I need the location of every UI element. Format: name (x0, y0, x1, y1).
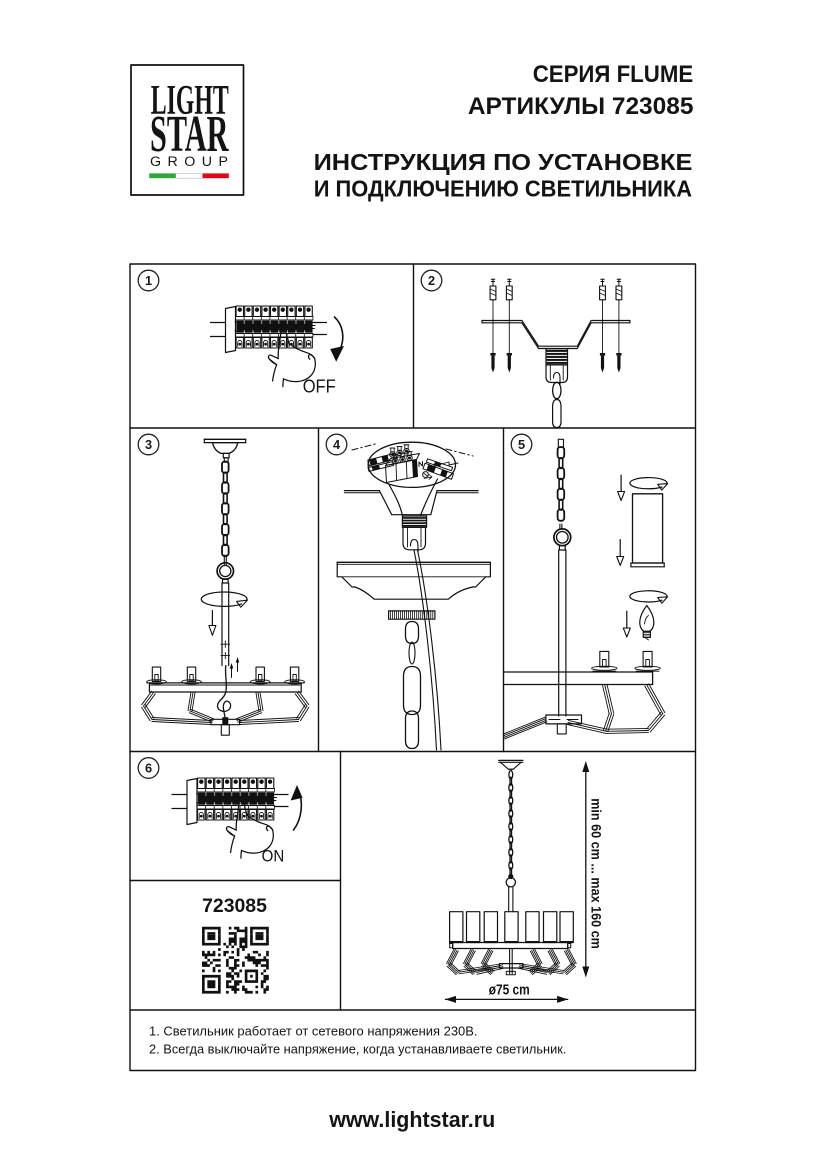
svg-text:ON: ON (262, 847, 285, 866)
svg-text:min 60 cm ... max 160 cm: min 60 cm ... max 160 cm (589, 798, 605, 949)
svg-text:5: 5 (518, 437, 525, 452)
svg-text:www.lightstar.ru: www.lightstar.ru (328, 1107, 495, 1132)
svg-text:СЕРИЯ FLUME: СЕРИЯ FLUME (533, 61, 694, 88)
svg-text:ИНСТРУКЦИЯ ПО УСТАНОВКЕ: ИНСТРУКЦИЯ ПО УСТАНОВКЕ (314, 149, 693, 175)
svg-text:2: 2 (428, 273, 435, 288)
svg-text:OFF: OFF (303, 376, 336, 397)
svg-text:GROUP: GROUP (150, 154, 228, 170)
svg-text:STAR: STAR (150, 106, 229, 163)
svg-text:2. Всегда выключайте напряжени: 2. Всегда выключайте напряжение, когда у… (149, 1042, 567, 1057)
svg-text:6: 6 (145, 761, 152, 776)
svg-text:АРТИКУЛЫ 723085: АРТИКУЛЫ 723085 (468, 93, 694, 120)
svg-text:1: 1 (145, 273, 152, 288)
svg-text:3: 3 (145, 437, 152, 452)
svg-text:4: 4 (333, 437, 341, 452)
svg-text:LIGHT: LIGHT (151, 78, 229, 124)
svg-text:723085: 723085 (202, 896, 267, 917)
svg-text:ø75 cm: ø75 cm (489, 982, 530, 998)
svg-text:1. Светильник работает от сете: 1. Светильник работает от сетевого напря… (149, 1023, 478, 1038)
svg-text:И ПОДКЛЮЧЕНИЮ СВЕТИЛЬНИКА: И ПОДКЛЮЧЕНИЮ СВЕТИЛЬНИКА (314, 176, 692, 202)
